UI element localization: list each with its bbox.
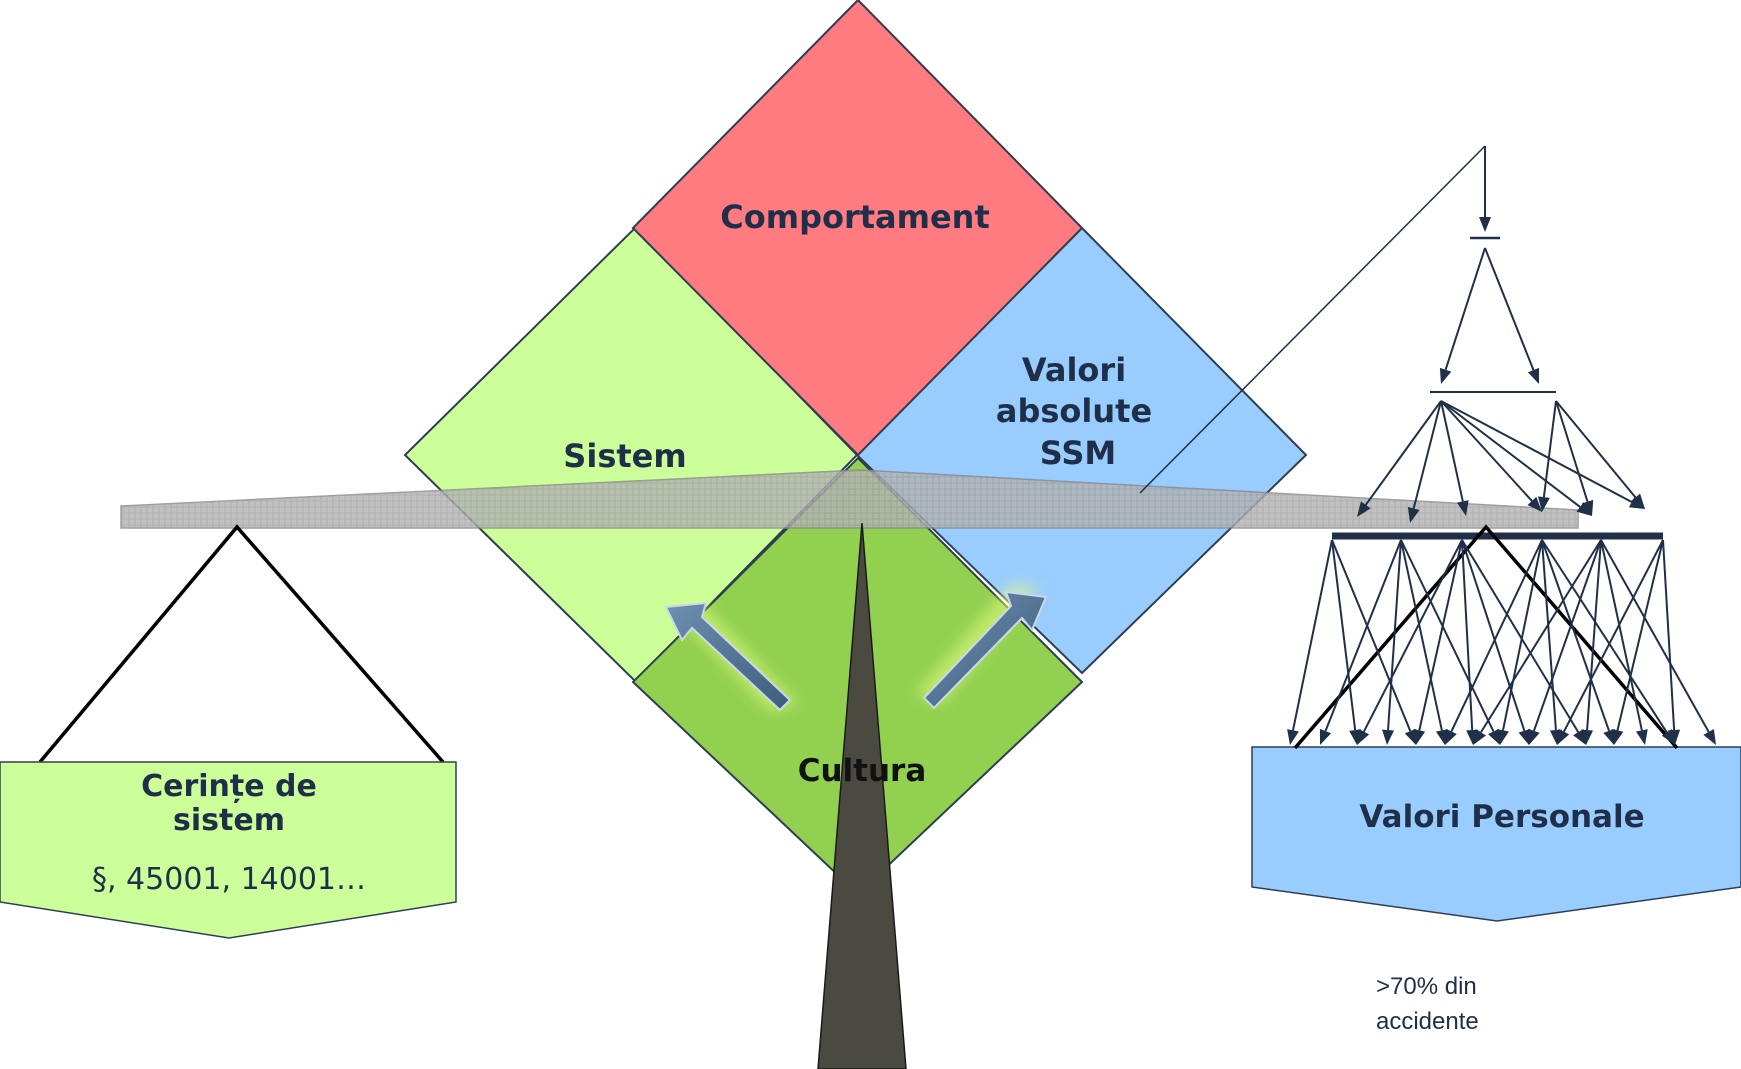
arrow-level2-icon (1440, 400, 1542, 512)
left-box-title-line1: Cerințe de (141, 769, 317, 804)
arrow-level3-icon (1662, 539, 1681, 745)
arrow-level2-icon (1555, 400, 1645, 509)
arrow-level3-icon (1319, 539, 1402, 745)
arrow-level3-icon (1445, 539, 1543, 745)
arrow-level3-icon (1541, 539, 1615, 745)
arrow-level2-icon (1555, 400, 1594, 516)
label-valori-line3: SSM (1040, 434, 1117, 472)
right-hanger (1293, 524, 1679, 750)
fulcrum-pillar (817, 522, 907, 1069)
arrow-level1-icon (1484, 247, 1540, 384)
arrow-level3-icon (1461, 539, 1479, 745)
upward-arrows (664, 584, 1048, 712)
arrow-level3-icon (1400, 539, 1448, 745)
arrow-level3-icon (1581, 539, 1602, 745)
note-line1: >70% din (1376, 973, 1477, 1000)
arrow-level2-icon (1537, 400, 1557, 512)
arrow-level3-icon (1497, 539, 1543, 745)
arrow-level1-icon (1439, 247, 1486, 384)
arrow-level3-icon (1473, 539, 1602, 745)
label-cultura: Cultura (798, 753, 927, 789)
arrow-level3-icon (1528, 539, 1602, 745)
arrow-level2-icon (1440, 400, 1469, 516)
arrow-to-valori-icon (915, 584, 1048, 710)
arrow-level3-icon (1461, 539, 1531, 745)
arrow-level2-icon (1440, 400, 1592, 516)
arrow-level2-icon (1440, 400, 1645, 509)
label-valori-line1: Valori (1022, 351, 1126, 389)
left-hanger (38, 524, 445, 764)
arrow-to-sistem-icon (664, 600, 798, 712)
arrow-level3-icon (1600, 539, 1716, 745)
diamond-comportament (631, 0, 1084, 457)
arrow-level3-icon (1382, 539, 1402, 745)
note-line2: accidente (1376, 1008, 1479, 1035)
arrow-level3-icon (1331, 539, 1416, 745)
arrow-level3-icon (1413, 539, 1463, 745)
arrow-top-icon (1479, 146, 1491, 232)
arrow-level2-icon (1407, 400, 1442, 523)
label-valori-line2: absolute (996, 392, 1152, 430)
arrow-tree (1287, 146, 1716, 750)
arrow-level3-icon (1331, 539, 1362, 745)
diagonal-pointer-line (1139, 145, 1486, 494)
left-box-cerinte (0, 761, 457, 939)
left-box-subtitle: §, 45001, 14001… (92, 862, 366, 897)
label-comportament: Comportament (720, 198, 990, 236)
arrow-level2-icon (1357, 400, 1442, 517)
left-box-title-line2: sistem (173, 803, 285, 838)
right-box-valori-personale (1251, 746, 1741, 922)
right-box-title: Valori Personale (1359, 799, 1644, 835)
arrow-level3-icon (1400, 539, 1500, 745)
arrow-level3-icon (1287, 539, 1333, 745)
balance-beam (120, 469, 1579, 529)
arrow-level3-icon (1611, 539, 1664, 745)
arrow-level3-icon (1357, 539, 1463, 745)
label-sistem: Sistem (563, 437, 686, 475)
arrow-level3-icon (1600, 539, 1648, 745)
arrow-level3-icon (1557, 539, 1664, 745)
